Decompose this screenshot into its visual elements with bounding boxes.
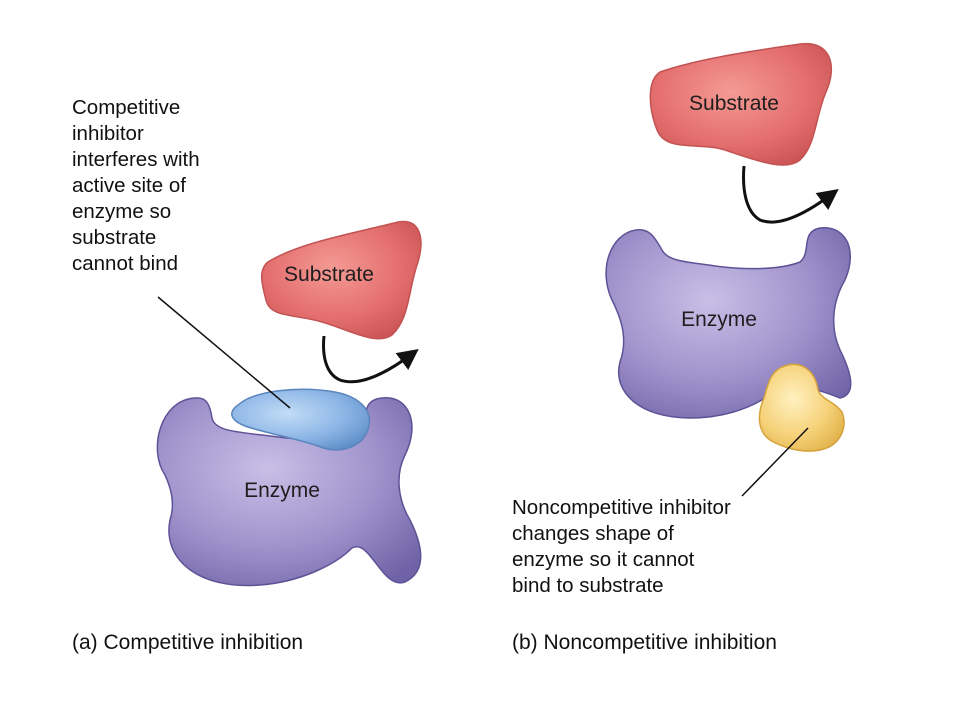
caption-competitive-inhibition: (a) Competitive inhibition xyxy=(72,631,304,654)
callout-leader-b xyxy=(741,427,809,497)
caption-noncompetitive-inhibition: (b) Noncompetitive inhibition xyxy=(512,631,777,654)
noncompetitive-inhibitor-shape xyxy=(758,363,845,452)
deflection-arrow-a xyxy=(322,335,419,384)
substrate-label-b: Substrate xyxy=(689,92,779,115)
panel-a: Enzyme Substrate xyxy=(156,220,422,587)
substrate-shape-a xyxy=(261,220,422,340)
enzyme-label-a: Enzyme xyxy=(244,479,320,502)
competitive-inhibitor-callout: Competitive inhibitor interferes with ac… xyxy=(72,96,200,275)
competitive-inhibitor-shape xyxy=(231,388,371,451)
enzyme-label-b: Enzyme xyxy=(681,308,757,331)
substrate-shape-b xyxy=(649,42,833,166)
noncompetitive-inhibitor-callout: Noncompetitive inhibitor changes shape o… xyxy=(512,496,731,597)
callout-leader-a xyxy=(157,296,291,409)
deflection-arrow-b xyxy=(742,165,839,224)
panel-b: Substrate Enzyme xyxy=(605,42,852,497)
substrate-label-a: Substrate xyxy=(284,263,374,286)
